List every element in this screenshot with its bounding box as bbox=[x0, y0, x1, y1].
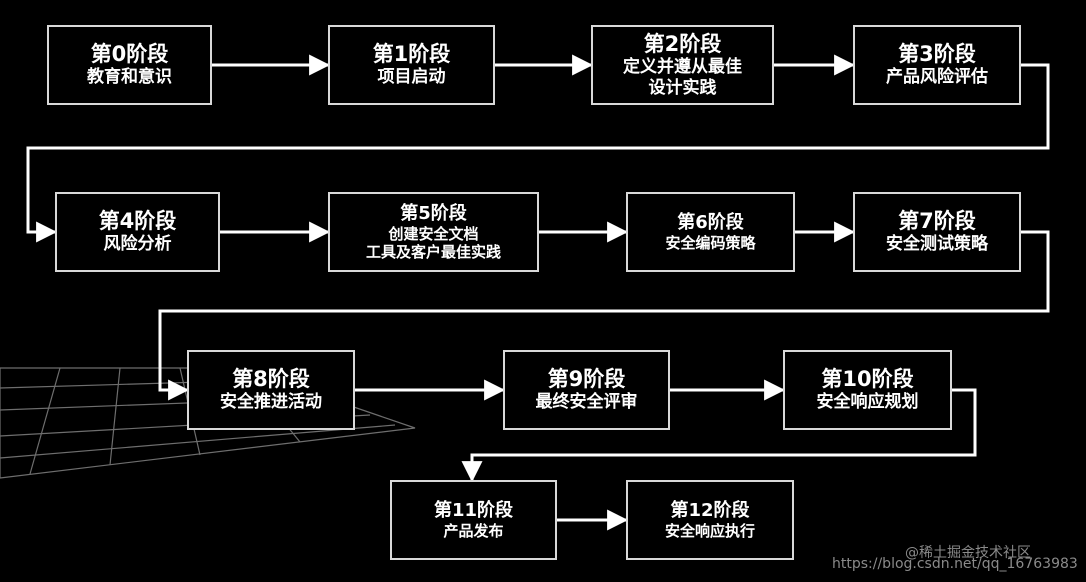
stage-description: 安全测试策略 bbox=[886, 234, 988, 255]
stage-title: 第10阶段 bbox=[821, 367, 914, 392]
stage-3-box: 第3阶段产品风险评估 bbox=[853, 25, 1021, 105]
grid-line bbox=[109, 367, 121, 466]
stage-title: 第4阶段 bbox=[98, 209, 177, 234]
stage-description: 产品风险评估 bbox=[886, 67, 988, 88]
stage-1-box: 第1阶段项目启动 bbox=[328, 25, 495, 105]
stage-title: 第2阶段 bbox=[643, 32, 722, 57]
stage-title: 第9阶段 bbox=[547, 367, 626, 392]
stage-description: 定义并遵从最佳 bbox=[623, 57, 742, 78]
stage-title: 第5阶段 bbox=[400, 203, 467, 225]
stage-description: 创建安全文档 bbox=[388, 224, 479, 243]
grid-line bbox=[29, 367, 61, 475]
stage-0-box: 第0阶段教育和意识 bbox=[47, 25, 212, 105]
watermark-url: https://blog.csdn.net/qq_16763983 bbox=[832, 556, 1078, 572]
stage-description: 安全响应执行 bbox=[664, 521, 755, 540]
stage-title: 第8阶段 bbox=[232, 367, 310, 392]
stage-title: 第1阶段 bbox=[372, 42, 451, 67]
stage-description: 产品发布 bbox=[443, 521, 504, 540]
stage-description: 设计实践 bbox=[648, 77, 717, 98]
stage-title: 第12阶段 bbox=[670, 500, 750, 522]
stage-9-box: 第9阶段最终安全评审 bbox=[503, 350, 670, 430]
stage-description: 安全推进活动 bbox=[220, 392, 322, 413]
stage-7-box: 第7阶段安全测试策略 bbox=[853, 192, 1021, 272]
stage-5-box: 第5阶段创建安全文档工具及客户最佳实践 bbox=[328, 192, 539, 272]
stage-12-box: 第12阶段安全响应执行 bbox=[626, 480, 794, 560]
stage-title: 第6阶段 bbox=[677, 212, 744, 234]
stage-description: 项目启动 bbox=[377, 67, 446, 88]
stage-6-box: 第6阶段安全编码策略 bbox=[626, 192, 795, 272]
stage-2-box: 第2阶段定义并遵从最佳设计实践 bbox=[591, 25, 774, 105]
stage-title: 第7阶段 bbox=[898, 209, 976, 234]
stage-title: 第11阶段 bbox=[433, 500, 514, 522]
stage-description: 教育和意识 bbox=[87, 67, 172, 88]
stage-description: 风险分析 bbox=[103, 234, 172, 255]
stage-4-box: 第4阶段风险分析 bbox=[55, 192, 220, 272]
stage-10-box: 第10阶段安全响应规划 bbox=[783, 350, 952, 430]
stage-description: 安全响应规划 bbox=[816, 392, 919, 413]
stage-8-box: 第8阶段安全推进活动 bbox=[187, 350, 355, 430]
stage-title: 第0阶段 bbox=[90, 42, 169, 67]
stage-description: 最终安全评审 bbox=[535, 392, 638, 413]
stage-description: 工具及客户最佳实践 bbox=[365, 242, 501, 261]
watermark-brand: @稀土掘金技术社区 bbox=[905, 545, 1031, 561]
arrow-connector bbox=[158, 230, 1050, 401]
arrow-connector bbox=[461, 388, 977, 483]
arrow-connector bbox=[26, 63, 1050, 243]
stage-title: 第3阶段 bbox=[898, 42, 976, 67]
stage-11-box: 第11阶段产品发布 bbox=[390, 480, 557, 560]
stage-description: 安全编码策略 bbox=[665, 233, 756, 252]
